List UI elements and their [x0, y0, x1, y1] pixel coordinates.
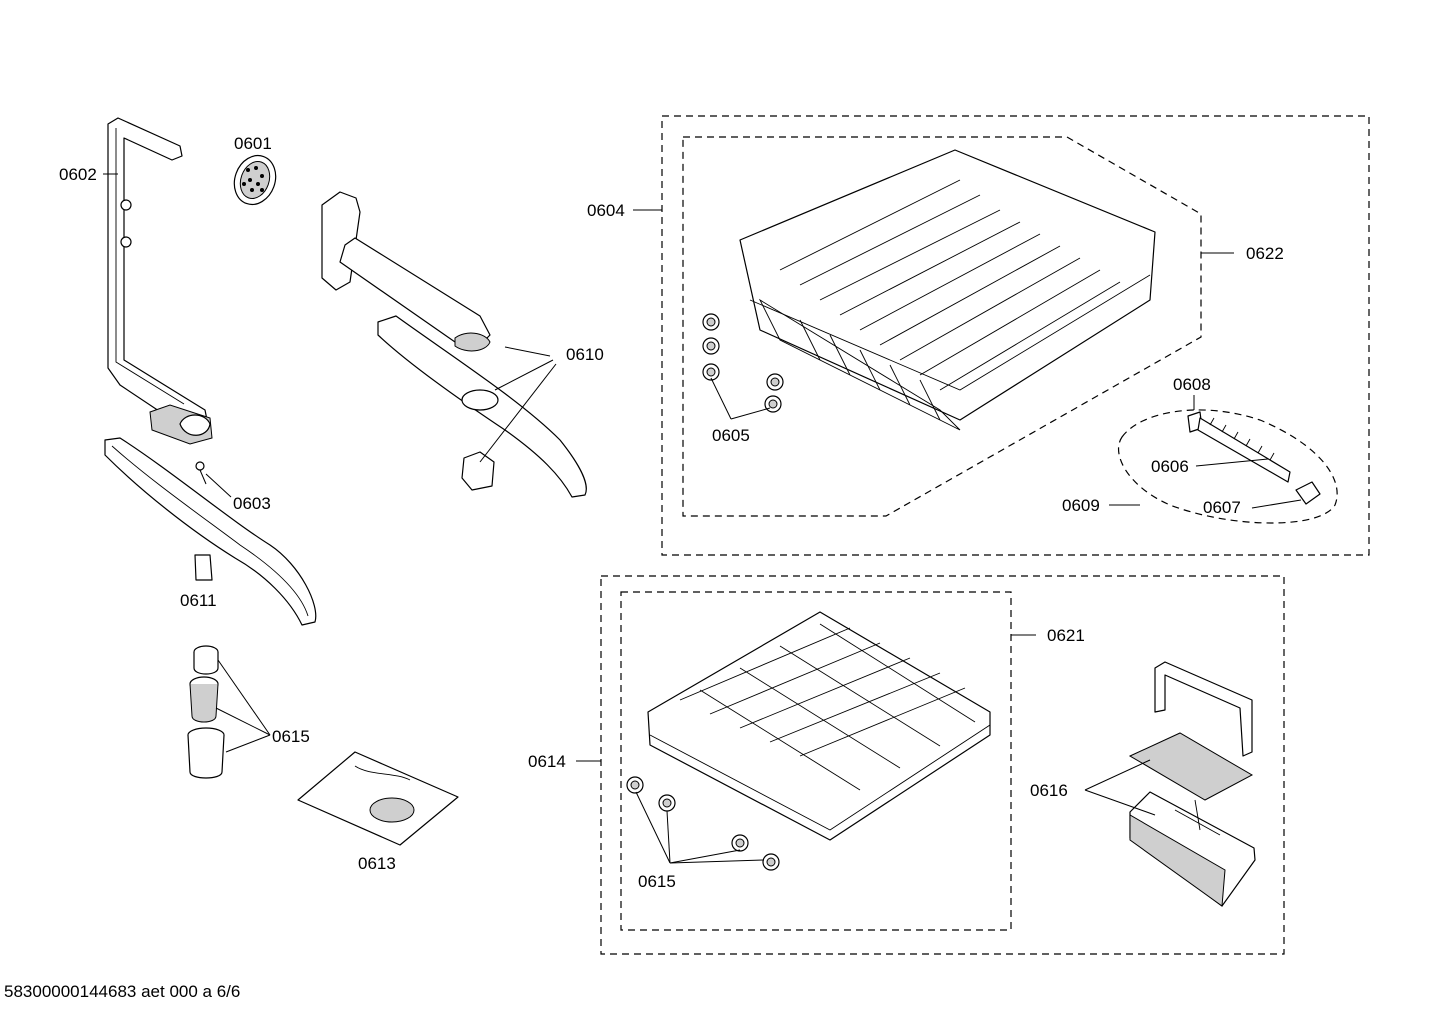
label-0607: 0607: [1203, 498, 1241, 517]
upper-basket-group-box: [661, 115, 1370, 556]
filter-set-part: [187, 645, 225, 779]
cutlery-basket-part: [1128, 661, 1256, 907]
label-0622: 0622: [1246, 244, 1284, 263]
label-0613: 0613: [358, 854, 396, 873]
label-0605: 0605: [712, 426, 750, 445]
rack-track-part: [1187, 411, 1321, 505]
upper-spray-arm-part: [321, 191, 587, 498]
nozzle-disc-part: [233, 154, 277, 206]
leader-lines: [103, 173, 1302, 864]
label-0615-left: 0615: [272, 727, 310, 746]
upper-basket-inner-box: [682, 136, 1202, 517]
label-0604: 0604: [587, 201, 625, 220]
label-0615-lower: 0615: [638, 872, 676, 891]
label-0614: 0614: [528, 752, 566, 771]
lower-basket-part: [647, 611, 991, 841]
label-0602: 0602: [59, 165, 97, 184]
label-0606: 0606: [1151, 457, 1189, 476]
lower-basket-inner-box: [620, 591, 1012, 931]
lower-spray-arm-part: [104, 437, 317, 626]
label-0616: 0616: [1030, 781, 1068, 800]
label-0608: 0608: [1173, 375, 1211, 394]
lower-basket-group-box: [600, 575, 1285, 955]
label-0601: 0601: [234, 134, 272, 153]
spray-supply-pipe-part: [107, 117, 213, 445]
rack-track-group-outline: [1117, 409, 1338, 524]
upper-basket-part: [739, 149, 1156, 431]
lower-basket-wheels-part: [626, 776, 780, 871]
label-0611: 0611: [180, 591, 217, 610]
label-0610: 0610: [566, 345, 604, 364]
label-0621: 0621: [1047, 626, 1085, 645]
filter-plate-part: [297, 751, 459, 846]
label-0609: 0609: [1062, 496, 1100, 515]
label-0603: 0603: [233, 494, 271, 513]
document-footer-code: 58300000144683 aet 000 a 6/6: [4, 982, 240, 1001]
screw-part: [195, 461, 207, 485]
part-labels: 0601 0602 0603 0604 0605 0606 0607 0608 …: [59, 134, 1284, 891]
